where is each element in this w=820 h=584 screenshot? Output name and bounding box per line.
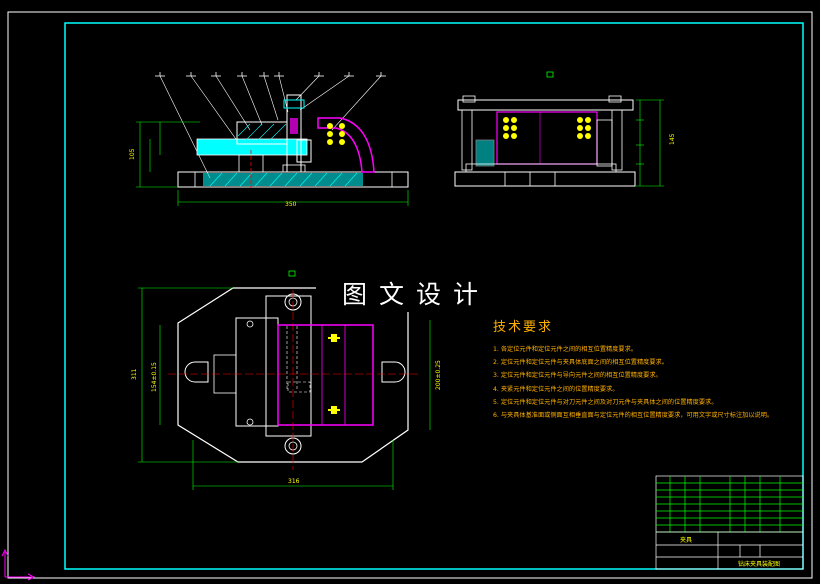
- side-height-dimension: 145: [669, 133, 676, 145]
- ucs-axis-icon: [1, 548, 36, 581]
- top-left-dimension: 311: [131, 368, 138, 380]
- tech-requirement-item: 6. 与夹具体基准面或侧面互相垂直面与定位元件的相互位置精度要求，可用文字或尺寸…: [493, 412, 774, 420]
- tech-requirement-item: 1. 各定位元件和定位元件之间的相互位置精度要求。: [493, 346, 637, 353]
- tech-requirements-list: 1. 各定位元件和定位元件之间的相互位置精度要求。 2. 定位元件和定位元件与夹…: [493, 343, 773, 422]
- title-block: [655, 475, 804, 570]
- tech-requirement-item: 2. 定位元件和定位元件与夹具体底面之间的相互位置精度要求。: [493, 359, 668, 367]
- top-left-inner-dimension: 154±0.15: [151, 362, 158, 392]
- top-right-dimension: 200±0.25: [435, 360, 442, 390]
- title-block-name: 钻床夹具装配图: [738, 560, 780, 568]
- tech-requirement-item: 5. 定位元件和定位元件与对刀元件之间及对刀元件与夹具体之间的位置精度要求。: [493, 398, 718, 406]
- top-view: 311 154±0.15 200±0.25 316: [131, 270, 442, 490]
- outer-sheet-border: [7, 11, 813, 579]
- front-height-dimension: 105: [129, 148, 136, 160]
- top-bottom-dimension: 316: [288, 478, 300, 485]
- tech-requirement-item: 4. 夹紧元件和定位元件之间的位置精度要求。: [493, 385, 619, 393]
- front-width-dimension: 350: [285, 201, 297, 208]
- front-view: 105 350: [129, 72, 409, 208]
- leader-markers: [155, 72, 386, 77]
- title-block-label: 夹具: [680, 536, 692, 544]
- watermark-banner: 图文设计: [316, 278, 496, 312]
- tech-requirements-title: 技术要求: [493, 320, 554, 335]
- inner-frame-border: [64, 22, 804, 570]
- tech-requirement-item: 3. 定位元件和定位元件与导向元件之间的相互位置精度要求。: [493, 372, 662, 380]
- side-view: 145: [454, 71, 676, 187]
